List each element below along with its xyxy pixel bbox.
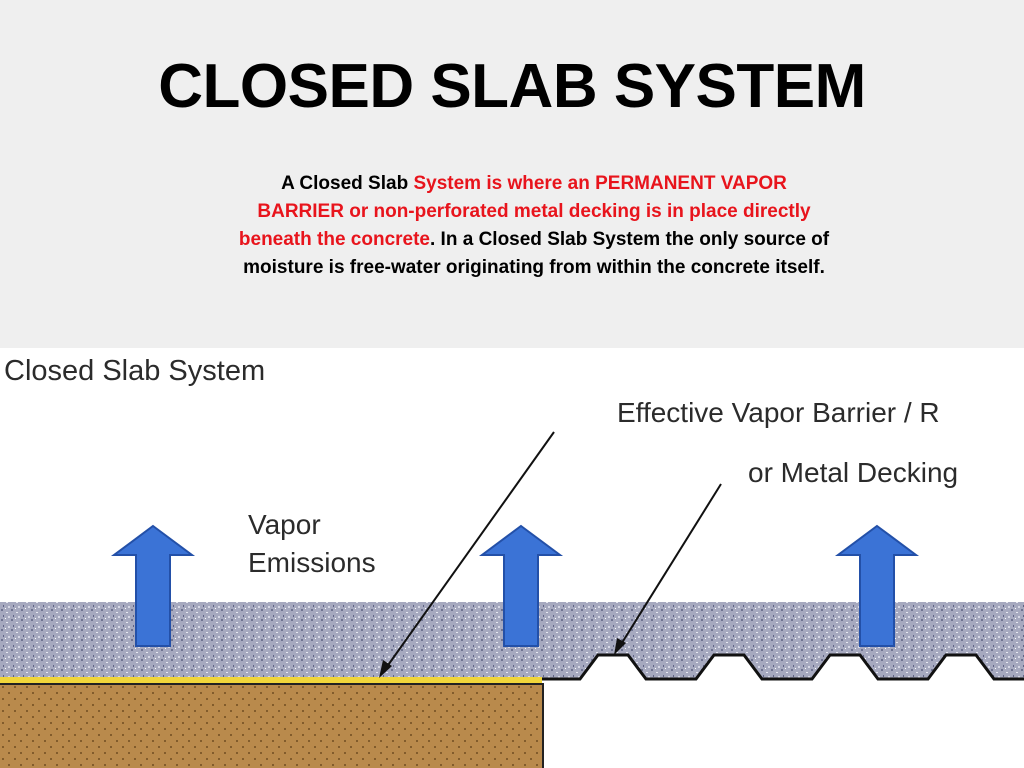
description-part1: A Closed Slab xyxy=(281,173,414,194)
pointer-line-decking xyxy=(619,483,722,647)
pointer-line-barrier xyxy=(385,431,555,669)
diagram-heading: Closed Slab System xyxy=(4,355,266,387)
up-arrow-icon xyxy=(478,524,564,647)
up-arrow-icon xyxy=(110,524,196,647)
diagram-graphic xyxy=(0,431,1024,768)
vapor-barrier xyxy=(0,677,542,684)
void-under-decking xyxy=(542,682,1024,768)
pointer-arrow-icon xyxy=(614,638,626,655)
label-vapor-emissions: Vapor Emissions xyxy=(248,506,376,582)
label-metal-decking: or Metal Decking xyxy=(748,457,959,488)
pointer-arrow-icon xyxy=(379,660,392,678)
slide-description: A Closed Slab System is where an PERMANE… xyxy=(236,170,832,282)
label-vapor-barrier: Effective Vapor Barrier / R xyxy=(617,397,940,428)
closed-slab-diagram: Closed Slab System Effective Vapor Barri… xyxy=(0,348,1024,768)
up-arrow-icon xyxy=(834,524,920,647)
label-vapor-line1: Vapor xyxy=(248,509,321,540)
slide-title: CLOSED SLAB SYSTEM xyxy=(158,52,866,121)
label-vapor-line2: Emissions xyxy=(248,547,376,578)
soil-subgrade xyxy=(0,685,542,768)
header-panel: CLOSED SLAB SYSTEM A Closed Slab System … xyxy=(0,0,1024,348)
description-part3: . In a Closed Slab System the only sourc… xyxy=(243,229,830,278)
metal-decking-edge xyxy=(542,653,1024,681)
description-highlight: System is where an PERMANENT VAPOR BARRI… xyxy=(238,173,811,250)
